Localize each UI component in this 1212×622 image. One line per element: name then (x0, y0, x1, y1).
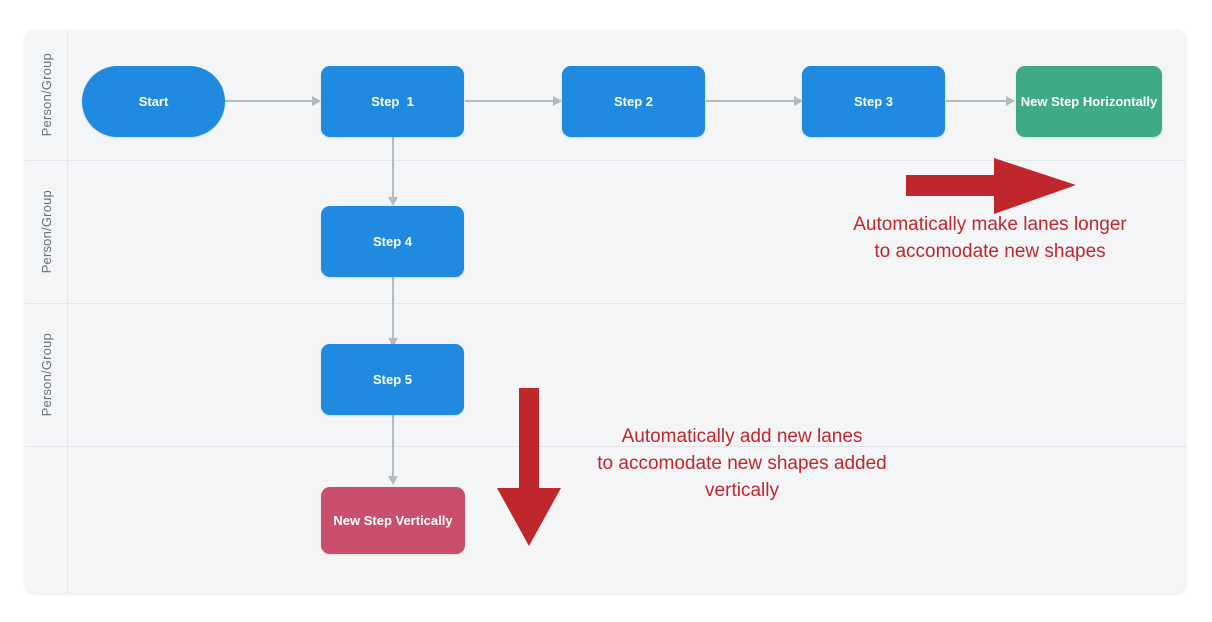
swimlane-pool: Person/Group Person/Group Person/Group (25, 30, 1186, 593)
lane-header-1[interactable]: Person/Group (25, 30, 68, 160)
lane-label-2: Person/Group (38, 190, 54, 274)
connector-step3-newh (946, 100, 1006, 102)
swimlane-row-3[interactable]: Person/Group (25, 303, 1186, 446)
lane-label-1: Person/Group (38, 53, 54, 137)
lane-label-3: Person/Group (38, 333, 54, 417)
arrowhead-step1-step4 (388, 197, 398, 206)
connector-step2-step3 (706, 100, 794, 102)
arrowhead-step3-newh (1006, 96, 1015, 106)
lane-header-4[interactable] (25, 447, 68, 593)
lane-header-3[interactable]: Person/Group (25, 304, 68, 446)
connector-step4-step5 (392, 276, 394, 338)
connector-step1-step2 (465, 100, 553, 102)
node-new-step-horizontally[interactable]: New Step Horizontally (1016, 66, 1162, 137)
node-step2[interactable]: Step 2 (562, 66, 705, 137)
node-step1[interactable]: Step 1 (321, 66, 464, 137)
connector-start-step1 (224, 100, 312, 102)
annotation-text-vertical: Automatically add new lanes to accomodat… (597, 426, 887, 501)
arrowhead-step1-step2 (553, 96, 562, 106)
arrowhead-step5-newv (388, 476, 398, 485)
swimlane-row-4[interactable] (25, 446, 1186, 593)
node-step3[interactable]: Step 3 (802, 66, 945, 137)
swimlane-row-1[interactable]: Person/Group (25, 30, 1186, 160)
annotation-arrow-down (497, 388, 561, 546)
node-step5[interactable]: Step 5 (321, 344, 464, 415)
swimlane-row-2[interactable]: Person/Group (25, 160, 1186, 303)
node-step4[interactable]: Step 4 (321, 206, 464, 277)
connector-step5-newv (392, 414, 394, 476)
arrowhead-start-step1 (312, 96, 321, 106)
arrowhead-step2-step3 (794, 96, 803, 106)
node-new-step-vertically[interactable]: New Step Vertically (321, 487, 465, 554)
arrowhead-step4-step5 (388, 338, 398, 347)
lane-header-2[interactable]: Person/Group (25, 161, 68, 303)
connector-step1-step4 (392, 135, 394, 197)
node-start[interactable]: Start (82, 66, 225, 137)
annotation-arrow-right (906, 158, 1076, 214)
annotation-text-horizontal: Automatically make lanes longer to accom… (853, 214, 1127, 262)
